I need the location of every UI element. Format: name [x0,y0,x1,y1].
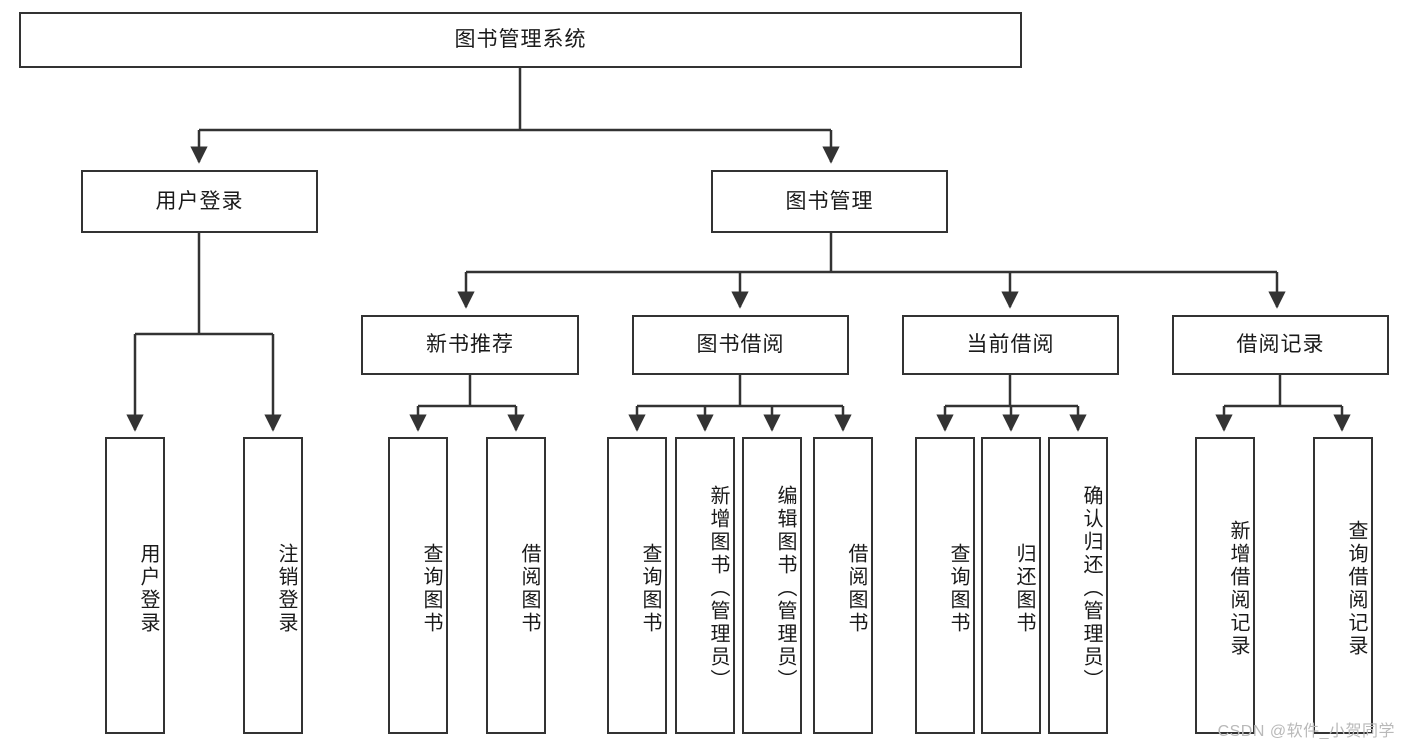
node-leaf-borrow-book-2[interactable]: 借阅图书 [813,437,873,734]
node-leaf-user-logout[interactable]: 注销登录 [243,437,303,734]
node-book-manage[interactable]: 图书管理 [711,170,948,233]
node-leaf-query-book-3-label: 查询图书 [947,542,969,635]
node-book-borrow-label: 图书借阅 [696,333,785,357]
node-leaf-query-record[interactable]: 查询借阅记录 [1313,437,1373,734]
node-leaf-user-login-label: 用户登录 [137,542,159,635]
node-leaf-query-book-2-label: 查询图书 [639,542,661,635]
node-leaf-add-record-label: 新增借阅记录 [1227,519,1249,658]
node-leaf-user-logout-label: 注销登录 [275,542,297,635]
node-user-login-label: 用户登录 [155,189,244,213]
node-root-label: 图书管理系统 [454,28,587,52]
node-leaf-query-record-label: 查询借阅记录 [1345,519,1367,658]
node-leaf-return-book-label: 归还图书 [1013,542,1035,635]
node-leaf-query-book-3[interactable]: 查询图书 [915,437,975,734]
node-leaf-user-login[interactable]: 用户登录 [105,437,165,734]
node-leaf-confirm-return-label: 确认归还（管理员） [1080,485,1102,692]
node-user-login[interactable]: 用户登录 [81,170,318,233]
node-root[interactable]: 图书管理系统 [19,12,1022,68]
node-leaf-edit-book[interactable]: 编辑图书（管理员） [742,437,802,734]
node-leaf-query-book-1-label: 查询图书 [420,542,442,635]
node-leaf-add-book[interactable]: 新增图书（管理员） [675,437,735,734]
node-leaf-borrow-book-2-label: 借阅图书 [845,542,867,635]
node-leaf-add-book-label: 新增图书（管理员） [707,485,729,692]
node-book-borrow[interactable]: 图书借阅 [632,315,849,375]
node-current-borrow-label: 当前借阅 [966,333,1055,357]
node-leaf-query-book-2[interactable]: 查询图书 [607,437,667,734]
node-leaf-edit-book-label: 编辑图书（管理员） [774,485,796,692]
node-leaf-return-book[interactable]: 归还图书 [981,437,1041,734]
node-current-borrow[interactable]: 当前借阅 [902,315,1119,375]
node-book-manage-label: 图书管理 [785,189,874,213]
node-new-book-recommend[interactable]: 新书推荐 [361,315,579,375]
node-leaf-confirm-return[interactable]: 确认归还（管理员） [1048,437,1108,734]
node-leaf-borrow-book-1[interactable]: 借阅图书 [486,437,546,734]
node-new-book-recommend-label: 新书推荐 [426,333,514,357]
node-borrow-record[interactable]: 借阅记录 [1172,315,1389,375]
node-borrow-record-label: 借阅记录 [1236,333,1325,357]
node-leaf-query-book-1[interactable]: 查询图书 [388,437,448,734]
node-leaf-borrow-book-1-label: 借阅图书 [518,542,540,635]
node-leaf-add-record[interactable]: 新增借阅记录 [1195,437,1255,734]
